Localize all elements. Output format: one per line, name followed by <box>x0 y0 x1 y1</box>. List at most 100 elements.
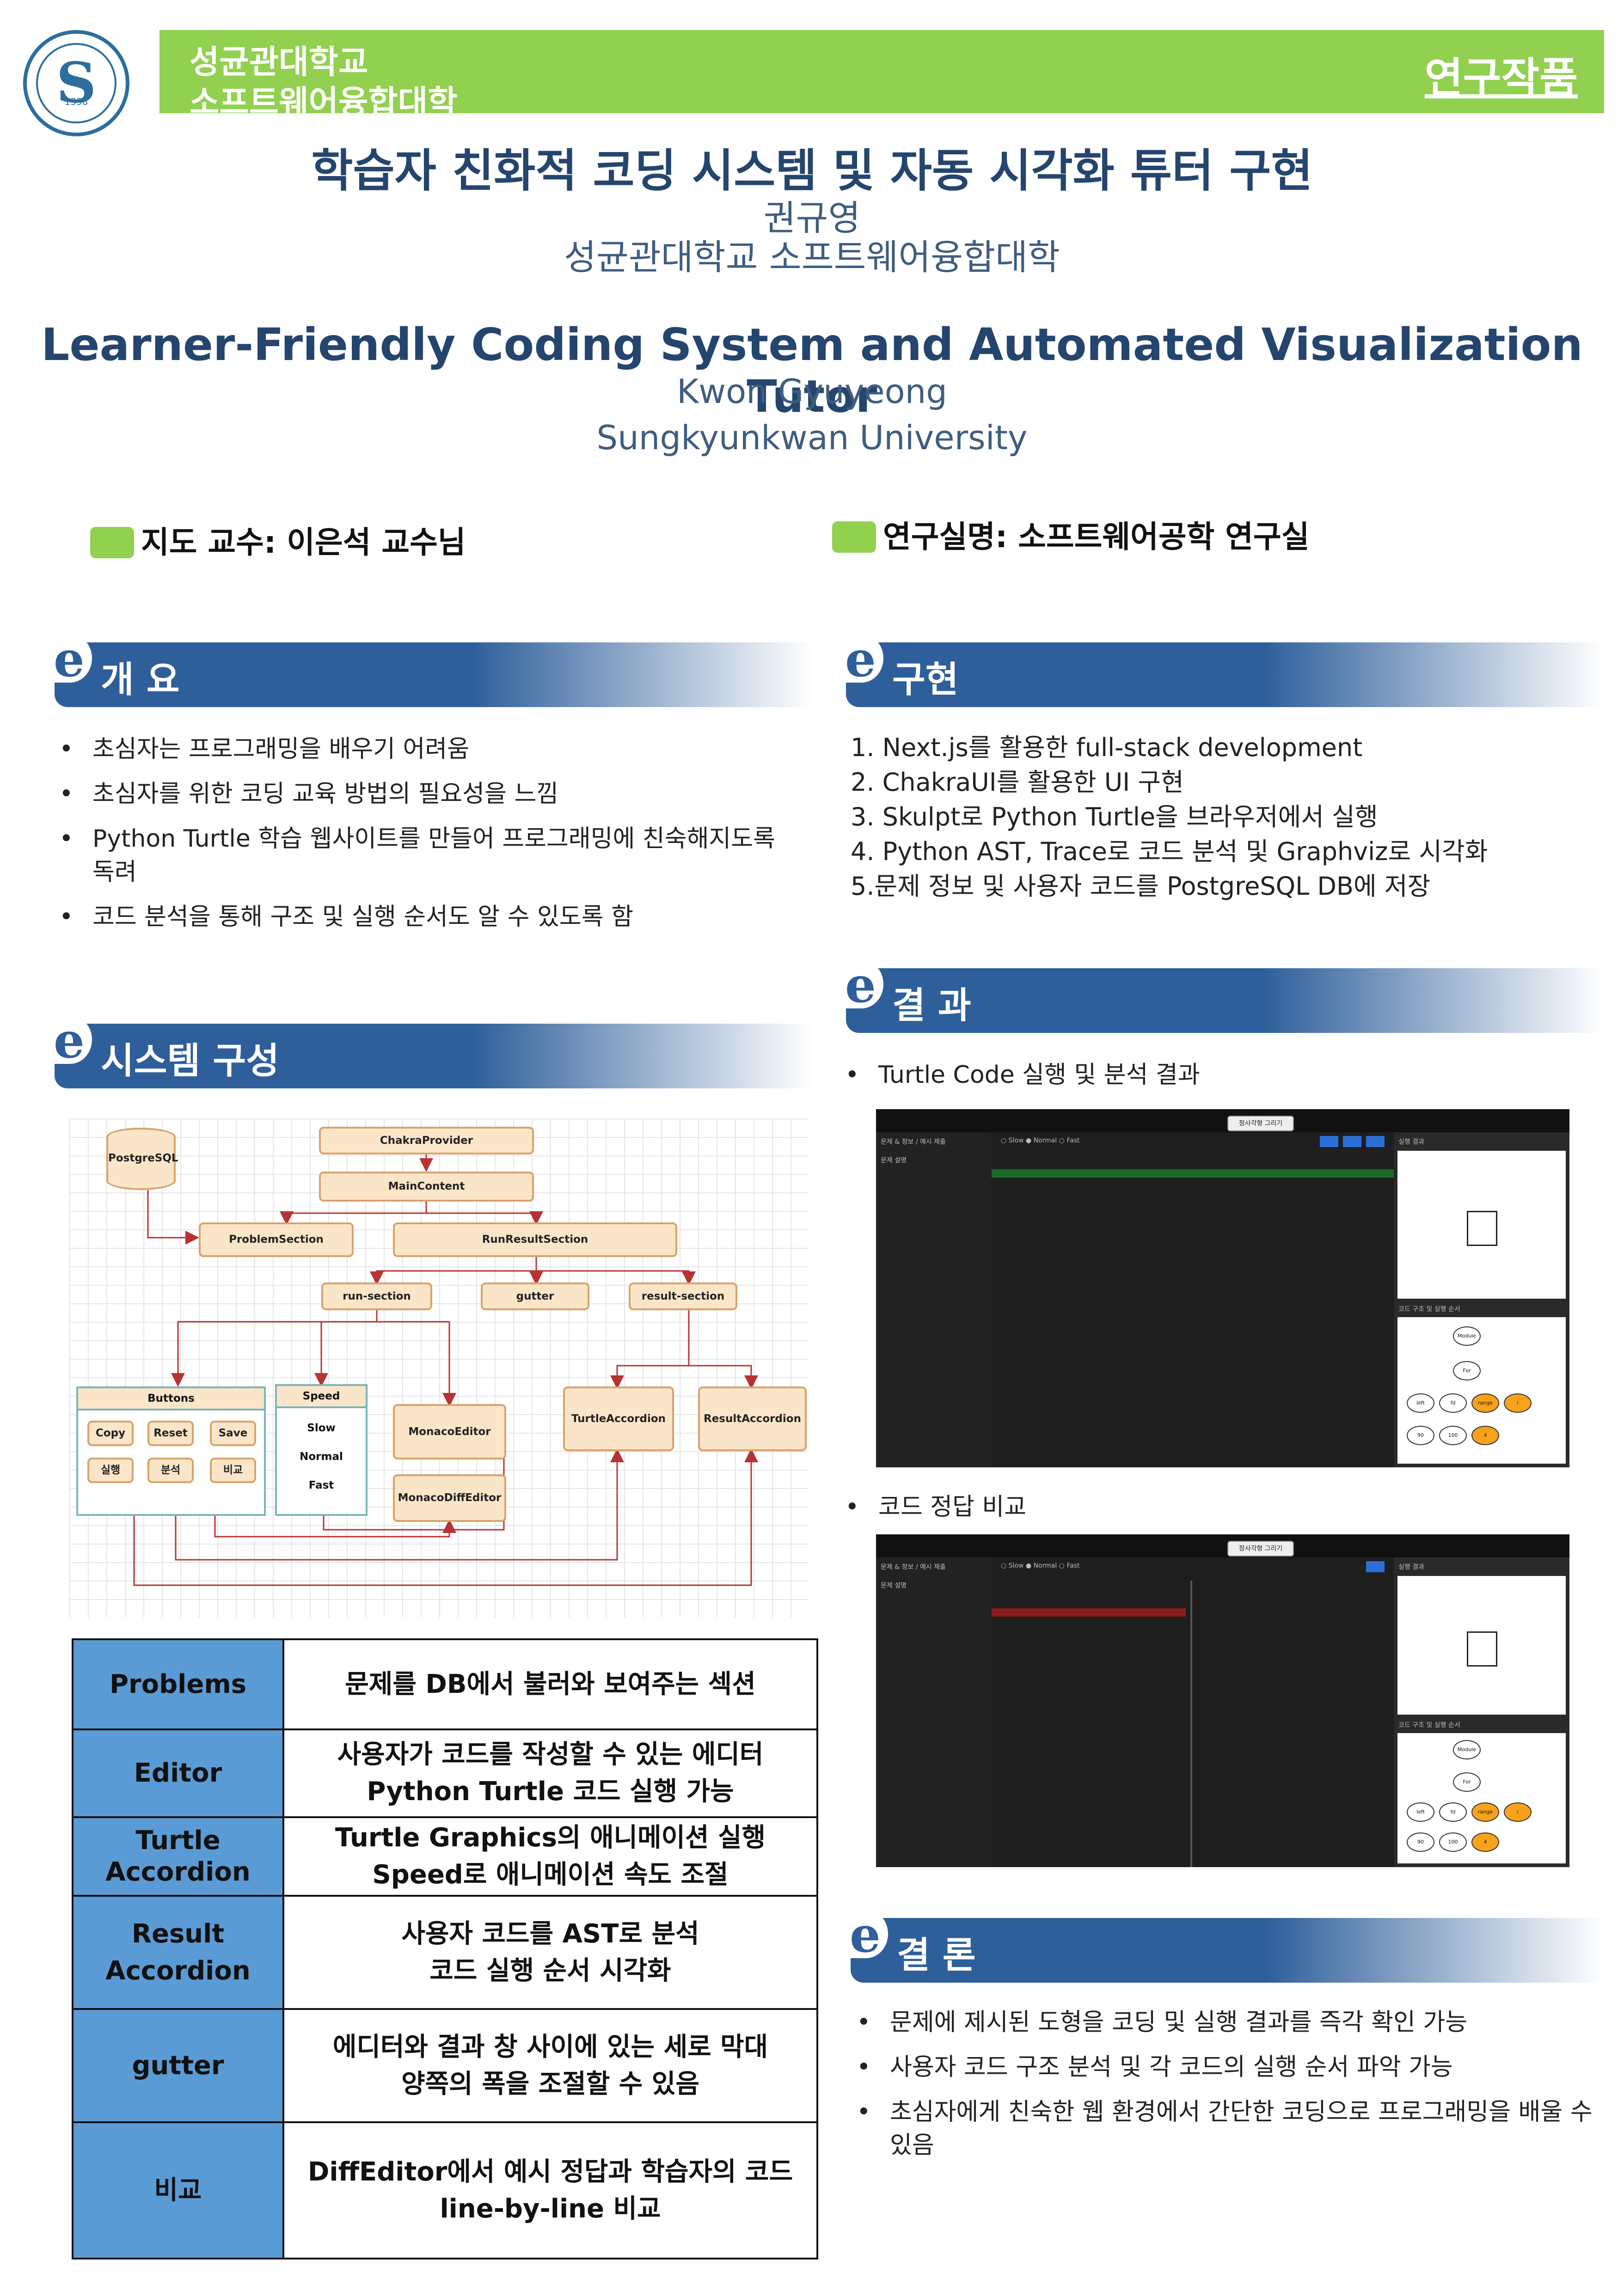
overview-header: e 개 요 <box>48 630 813 707</box>
executing-line-highlight <box>992 1169 1394 1178</box>
list-item: 3. Skulpt로 Python Turtle을 브라우저에서 실행 <box>851 802 1378 831</box>
group-buttons: Buttons Copy Reset Save 실행 분석 비교 <box>76 1386 266 1516</box>
speed-slow: Slow <box>307 1422 336 1434</box>
ast-graph: Module For left fd range i 90 100 4 <box>1397 1733 1566 1863</box>
award-label: 연구작품 <box>1424 54 1578 102</box>
graph-node: i <box>1504 1802 1532 1822</box>
square-drawing <box>1467 1631 1497 1667</box>
school-name-line2: 소프트웨어융합대학 <box>190 83 458 121</box>
conclusion-list: 문제에 제시된 도형을 코딩 및 실행 결과를 즉각 확인 가능 사용자 코드 … <box>848 2006 1597 2174</box>
overview-title: 개 요 <box>101 659 180 701</box>
node-save: Save <box>210 1421 256 1446</box>
table-row: Problems 문제를 DB에서 불러와 보여주는 섹션 <box>72 1638 818 1730</box>
implementation-title: 구현 <box>892 659 959 701</box>
removed-line-highlight <box>992 1608 1186 1617</box>
graph-node: 100 <box>1439 1832 1467 1852</box>
author-korean: 권규영 <box>763 197 861 238</box>
speed-options: ○ Slow ● Normal ○ Fast <box>1001 1137 1080 1144</box>
ast-graph: Module For left fd range i 90 100 4 <box>1397 1317 1566 1464</box>
title-english: Learner-Friendly Coding System and Autom… <box>41 319 1583 422</box>
diff-divider <box>1190 1581 1192 1867</box>
title-korean: 학습자 친화적 코딩 시스템 및 자동 시각화 튜터 구현 <box>311 145 1313 197</box>
table-value-line: 문제를 DB에서 불러와 보여주는 섹션 <box>345 1669 756 1699</box>
results-item-2: 코드 정답 비교 <box>837 1490 1586 1535</box>
affiliation-english: Sungkyunkwan University <box>596 418 1028 457</box>
node-copy: Copy <box>87 1421 134 1446</box>
table-value: 문제를 DB에서 불러와 보여주는 섹션 <box>282 1638 818 1730</box>
table-value: DiffEditor에서 예시 정답과 학습자의 코드 line-by-line … <box>282 2121 818 2259</box>
graph-label: 코드 구조 및 실행 순서 <box>1398 1722 1460 1729</box>
graph-node: 90 <box>1407 1426 1434 1445</box>
node-resultaccordion: ResultAccordion <box>698 1386 807 1451</box>
advisor: 지도 교수: 이은석 교수님 <box>141 525 466 560</box>
conclusion-header: e 결 론 <box>844 1906 1604 1983</box>
architecture-diagram: PostgreSQL ChakraProvider MainContent Pr… <box>69 1118 809 1618</box>
desc-label: 문제 설명 <box>881 1157 907 1164</box>
list-item: 1. Next.js를 활용한 full-stack development <box>851 733 1363 762</box>
graph-node: Module <box>1453 1740 1481 1759</box>
graph-node: fd <box>1439 1393 1467 1413</box>
run-result-label: 실행 결과 <box>1398 1138 1424 1146</box>
results-item-1: Turtle Code 실행 및 분석 결과 <box>837 1058 1586 1103</box>
node-monacoeditor: MonacoEditor <box>393 1404 506 1459</box>
table-row: Editor 사용자가 코드를 작성할 수 있는 에디터 Python Turtl… <box>72 1728 818 1818</box>
school-name-line1: 성균관대학교 <box>190 43 368 81</box>
overview-list: 초심자는 프로그래밍을 배우기 어려움 초심자를 위한 코딩 교육 방법의 필요… <box>51 733 800 945</box>
table-value-line: 양쪽의 폭을 조절할 수 있음 <box>401 2069 699 2099</box>
list-item: 2. ChakraUI를 활용한 UI 구현 <box>851 768 1184 797</box>
list-item: 초심자에게 친숙한 웹 환경에서 간단한 코딩으로 프로그래밍을 배울 수 있음 <box>848 2095 1597 2162</box>
list-item: 코드 분석을 통해 구조 및 실행 순서도 알 수 있도록 함 <box>51 900 800 934</box>
table-value-line: 에디터와 결과 창 사이에 있는 세로 막대 <box>332 2032 768 2062</box>
screenshot-diff-compare: 정사각형 그리기 문제 & 정보 / 예시 제출 문제 설명 ○ Slow ● … <box>876 1534 1569 1867</box>
run-result-label: 실행 결과 <box>1398 1563 1424 1571</box>
speed-normal: Normal <box>300 1451 343 1463</box>
speed-fast: Fast <box>308 1479 334 1491</box>
list-item: 5.문제 정보 및 사용자 코드를 PostgreSQL DB에 저장 <box>851 872 1431 901</box>
results-title: 결 과 <box>892 985 971 1026</box>
panel-left-title: 문제 & 정보 / 예시 제출 <box>881 1563 946 1571</box>
turtle-canvas <box>1397 1576 1566 1715</box>
table-key: Turtle Accordion <box>72 1816 284 1897</box>
conclusion-title: 결 론 <box>897 1935 976 1976</box>
group-speed-title: Speed <box>277 1386 366 1408</box>
node-problemsection: ProblemSection <box>199 1222 354 1257</box>
list-item: 초심자를 위한 코딩 교육 방법의 필요성을 느낌 <box>51 777 800 811</box>
node-chakraprovider: ChakraProvider <box>319 1127 534 1154</box>
lab-tag-marker <box>832 521 876 553</box>
system-title: 시스템 구성 <box>101 1040 279 1082</box>
table-value-line: Speed로 애니메이션 속도 조절 <box>372 1860 729 1890</box>
lab-name: 연구실명: 소프트웨어공학 연구실 <box>883 519 1310 555</box>
list-item: Python Turtle 학습 웹사이트를 만들어 프로그래밍에 친숙해지도록… <box>51 822 800 889</box>
list-item: 문제에 제시된 도형을 코딩 및 실행 결과를 즉각 확인 가능 <box>848 2006 1597 2039</box>
implementation-list: 1. Next.js를 활용한 full-stack development 2… <box>851 730 1599 904</box>
compare-button <box>1366 1136 1385 1147</box>
table-value-line: Python Turtle 코드 실행 가능 <box>367 1777 734 1807</box>
university-logo: S 1398 <box>23 30 129 136</box>
square-drawing <box>1467 1211 1497 1246</box>
node-run: 실행 <box>87 1458 134 1483</box>
diagram-connectors <box>133 1154 758 1586</box>
table-value-line: line-by-line 비교 <box>440 2193 661 2224</box>
node-postgresql: PostgreSQL <box>106 1128 178 1190</box>
table-key: Editor <box>72 1728 284 1818</box>
table-key: 비교 <box>72 2121 284 2259</box>
header-bar <box>159 30 1604 113</box>
table-value-line: DiffEditor에서 예시 정답과 학습자의 코드 <box>307 2156 793 2187</box>
node-compare: 비교 <box>210 1458 256 1483</box>
graph-node: 4 <box>1471 1832 1499 1852</box>
graph-node: fd <box>1439 1802 1467 1822</box>
desc-label: 문제 설명 <box>881 1582 907 1589</box>
table-value-line: 사용자가 코드를 작성할 수 있는 에디터 <box>337 1740 764 1770</box>
speed-options: ○ Slow ● Normal ○ Fast <box>1001 1562 1080 1569</box>
group-buttons-title: Buttons <box>78 1388 264 1411</box>
analyze-button <box>1343 1136 1361 1147</box>
list-item: 사용자 코드 구조 분석 및 각 코드의 실행 순서 파악 가능 <box>848 2051 1597 2084</box>
screenshot-run-result: 정사각형 그리기 문제 & 정보 / 예시 제출 문제 설명 ○ Slow ● … <box>876 1109 1569 1467</box>
node-runresultsection: RunResultSection <box>393 1222 677 1257</box>
table-row: Turtle Accordion Turtle Graphics의 애니메이션 … <box>72 1816 818 1897</box>
advisor-tag-marker <box>90 527 134 558</box>
list-item: 코드 정답 비교 <box>837 1490 1586 1524</box>
